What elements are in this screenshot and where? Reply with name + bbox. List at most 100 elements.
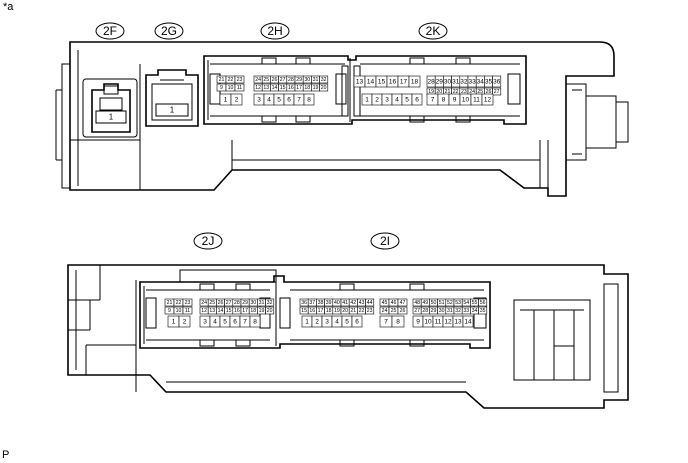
pin-number: 31 [447, 308, 453, 314]
pin-number: 36 [493, 78, 501, 85]
pin-number: 29 [436, 78, 444, 85]
pin-number: 20 [436, 89, 442, 95]
pin-number: 28 [427, 78, 435, 85]
label-2F: 2F [95, 22, 125, 40]
pin-number: 33 [468, 78, 476, 85]
pin-number: 23 [367, 308, 373, 314]
pin-number: 36 [301, 300, 307, 306]
pin-number: 23 [185, 300, 191, 306]
pin-number: 27 [280, 77, 286, 83]
pin-number: 15 [301, 308, 307, 314]
pin-number: 29 [296, 77, 302, 83]
pin-number: 35 [485, 78, 493, 85]
pin-cell [411, 93, 423, 106]
pin-number: 18 [326, 308, 332, 314]
pin-number: 45 [382, 300, 388, 306]
pin-number: 35 [480, 308, 486, 314]
pin-number: 2 [183, 318, 187, 325]
pin-number: 30 [439, 308, 445, 314]
pin-number: 28 [422, 308, 428, 314]
connector-2G: 1 [145, 69, 199, 127]
pin-number: 13 [263, 85, 269, 91]
pin-number: 4 [395, 96, 399, 103]
pin-number: 17 [296, 85, 302, 91]
pin-number: 7 [384, 318, 388, 325]
pin-number: 2 [315, 318, 319, 325]
pin-number: 27 [494, 89, 500, 95]
pin-number: 28 [288, 77, 294, 83]
pin-cell [462, 315, 474, 328]
pin-number: 48 [414, 300, 420, 306]
pin-number: 11 [237, 85, 242, 91]
figure-corner-mark: *a [3, 1, 14, 13]
pin-2F-1: 1 [109, 113, 114, 122]
pin-number: 5 [277, 96, 281, 103]
pin-number: 19 [259, 308, 265, 314]
pin-number: 14 [367, 78, 375, 85]
pin-number: 8 [253, 318, 257, 325]
pin-number: 4 [213, 318, 217, 325]
pin-number: 9 [453, 96, 457, 103]
pin-cell [265, 298, 275, 307]
pin-number: 9 [220, 85, 223, 91]
pin-number: 16 [309, 308, 315, 314]
pin-number: 20 [342, 308, 348, 314]
pin-number: 26 [272, 77, 278, 83]
pin-number: 19 [428, 89, 434, 95]
pin-number: 9 [416, 318, 420, 325]
pin-number: 46 [391, 300, 397, 306]
pin-number: 9 [168, 308, 171, 314]
pin-cell [397, 298, 408, 307]
pin-number: 23 [461, 89, 467, 95]
pin-number: 25 [209, 300, 215, 306]
pin-number: 17 [400, 78, 408, 85]
pin-number: 18 [250, 308, 256, 314]
pin-number: 5 [223, 318, 227, 325]
pin-number: 15 [378, 78, 386, 85]
pin-number: 21 [219, 77, 225, 83]
pin-number: 15 [280, 85, 286, 91]
pin-number: 39 [326, 300, 332, 306]
pin-cell [230, 93, 243, 106]
pin-number: 14 [218, 308, 224, 314]
pin-cell [249, 315, 261, 328]
pin-cell [492, 75, 502, 88]
pin-number: 32 [460, 78, 468, 85]
pin-number: 21 [350, 308, 356, 314]
pin-cell [303, 93, 315, 106]
pin-number: 28 [234, 300, 240, 306]
pin-number: 15 [226, 308, 232, 314]
label-2H: 2H [260, 22, 290, 40]
label-2G: 2G [154, 22, 184, 40]
pin-number: 27 [226, 300, 232, 306]
pin-number: 13 [209, 308, 215, 314]
pin-number: 24 [255, 77, 261, 83]
pin-number: 16 [234, 308, 240, 314]
pin-number: 51 [439, 300, 445, 306]
pin-number: 11 [185, 308, 190, 314]
pin-number: 10 [176, 308, 182, 314]
pin-number: 27 [414, 308, 420, 314]
pin-number: 26 [218, 300, 224, 306]
pin-number: 10 [228, 85, 234, 91]
pin-number: 5 [405, 96, 409, 103]
pin-number: 3 [257, 96, 261, 103]
pin-number: 25 [391, 308, 397, 314]
pin-cell [234, 83, 245, 92]
pin-number: 30 [444, 78, 452, 85]
pin-cell [365, 298, 375, 307]
figure-footer-mark: P [2, 449, 10, 461]
pin-cell [265, 306, 275, 315]
pin-number: 4 [335, 318, 339, 325]
pin-number: 1 [365, 96, 369, 103]
pin-number: 10 [462, 96, 470, 103]
pin-cell [492, 87, 502, 96]
pin-number: 38 [318, 300, 324, 306]
pin-number: 31 [259, 300, 265, 306]
pin-number: 18 [411, 78, 419, 85]
pin-number: 8 [396, 318, 400, 325]
